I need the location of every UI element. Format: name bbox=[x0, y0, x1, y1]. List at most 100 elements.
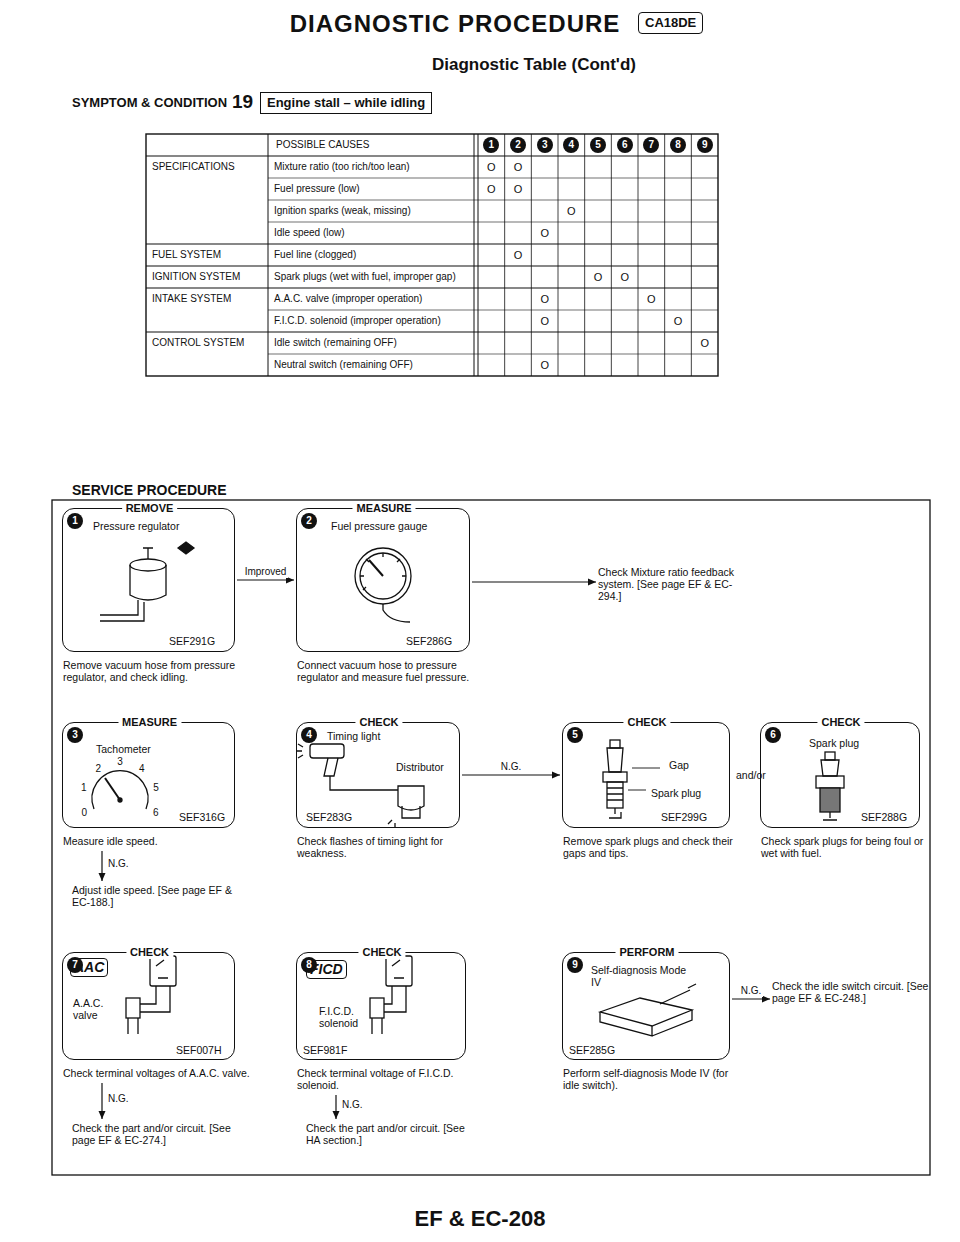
section-subtitle: Diagnostic Table (Cont'd) bbox=[432, 55, 636, 75]
fouled-spark-plug bbox=[821, 760, 839, 776]
control-unit bbox=[660, 984, 696, 1004]
instruction-text: Adjust idle speed. [See page EF & EC-188… bbox=[72, 884, 247, 908]
fuel-pressure-gauge bbox=[355, 548, 411, 622]
page-title: DIAGNOSTIC PROCEDURE bbox=[290, 10, 621, 38]
cause-cell: Fuel pressure (low) bbox=[274, 183, 360, 195]
part-label: Pressure regulator bbox=[93, 520, 179, 532]
instruction-text: Check the part and/or circuit. [See page… bbox=[72, 1122, 252, 1146]
pressure-regulator bbox=[130, 559, 166, 571]
check-mark: O bbox=[540, 315, 549, 327]
table-rule bbox=[638, 134, 639, 376]
cause-cell: Fuel line (clogged) bbox=[274, 249, 356, 261]
callout-number: 5 bbox=[590, 137, 606, 153]
fouled-spark-plug bbox=[820, 788, 840, 812]
table-rule bbox=[268, 354, 718, 355]
check-mark: O bbox=[540, 293, 549, 305]
dial-number: 0 bbox=[82, 807, 88, 819]
dial-number: 2 bbox=[95, 763, 101, 775]
spark-plug-gap bbox=[603, 740, 660, 818]
step-heading: CHECK bbox=[355, 716, 402, 729]
check-mark: O bbox=[540, 227, 549, 239]
callout-number: 8 bbox=[301, 957, 317, 973]
callout-number: 1 bbox=[67, 513, 83, 529]
part-label: Timing light bbox=[327, 730, 380, 742]
cause-cell: Ignition sparks (weak, missing) bbox=[274, 205, 411, 217]
step-caption: Remove vacuum hose from pressure regulat… bbox=[63, 659, 250, 683]
voltmeter-aac bbox=[156, 960, 168, 978]
voltmeter-aac bbox=[126, 956, 176, 1034]
procedure-box: REMOVE1Pressure regulatorSEF291GRemove v… bbox=[62, 508, 235, 652]
cause-cell: Neutral switch (remaining OFF) bbox=[274, 359, 413, 371]
step-heading: PERFORM bbox=[616, 946, 679, 959]
edge-label: N.G. bbox=[739, 985, 764, 997]
dial-number: 4 bbox=[139, 763, 145, 775]
spark-plug-gap bbox=[603, 772, 627, 782]
category-cell: INTAKE SYSTEM bbox=[152, 293, 231, 305]
step-caption: Perform self-diagnosis Mode IV (for idle… bbox=[563, 1067, 745, 1091]
column-heading: POSSIBLE CAUSES bbox=[276, 139, 369, 151]
distributor bbox=[388, 820, 395, 828]
check-mark: O bbox=[540, 359, 549, 371]
table-rule bbox=[268, 222, 718, 223]
category-cell: FUEL SYSTEM bbox=[152, 249, 221, 261]
callout-number: 7 bbox=[643, 137, 659, 153]
table-rule bbox=[691, 134, 692, 376]
timing-light bbox=[296, 744, 398, 790]
procedure-box: PERFORM9Self-diagnosis Mode IVSEF285GPer… bbox=[562, 952, 730, 1060]
figure-code: SEF283G bbox=[306, 811, 352, 823]
fouled-spark-plug bbox=[825, 752, 835, 760]
fuel-pressure-gauge bbox=[369, 560, 383, 576]
callout-number: 6 bbox=[617, 137, 633, 153]
flow-arrow bbox=[472, 581, 596, 582]
callout-number: 9 bbox=[567, 957, 583, 973]
symptom-number: 19 bbox=[232, 91, 253, 113]
category-cell: CONTROL SYSTEM bbox=[152, 337, 244, 349]
timing-light bbox=[324, 758, 338, 776]
cause-cell: Idle speed (low) bbox=[274, 227, 345, 239]
tachometer bbox=[92, 771, 148, 809]
fuel-pressure-gauge bbox=[360, 553, 406, 599]
spark-plug-gap bbox=[607, 748, 623, 772]
cause-cell: Spark plugs (wet with fuel, improper gap… bbox=[274, 271, 456, 283]
flow-arrow bbox=[237, 579, 294, 580]
part-label: Spark plug bbox=[809, 737, 859, 749]
figure-code: SEF291G bbox=[169, 635, 215, 647]
dial-number: 3 bbox=[117, 756, 123, 768]
instruction-text: Check the idle switch circuit. [See page… bbox=[772, 980, 932, 1004]
voltmeter-ficd bbox=[386, 956, 412, 986]
distributor bbox=[402, 806, 420, 818]
callout-number: 2 bbox=[301, 513, 317, 529]
check-mark: O bbox=[514, 183, 523, 195]
page-number: EF & EC-208 bbox=[415, 1206, 546, 1232]
callout-number: 4 bbox=[301, 727, 317, 743]
step-heading: CHECK bbox=[623, 716, 670, 729]
table-rule bbox=[531, 134, 532, 376]
step-caption: Remove spark plugs and check their gaps … bbox=[563, 835, 745, 859]
table-rule bbox=[146, 287, 718, 288]
check-mark: O bbox=[567, 205, 576, 217]
step-caption: Check flashes of timing light for weakne… bbox=[297, 835, 475, 859]
edge-label: N.G. bbox=[106, 1093, 131, 1105]
tachometer bbox=[105, 778, 120, 800]
callout-number: 5 bbox=[567, 727, 583, 743]
step-caption: Check terminal voltages of A.A.C. valve. bbox=[63, 1067, 250, 1079]
voltmeter-ficd bbox=[392, 960, 404, 978]
check-mark: O bbox=[594, 271, 603, 283]
edge-label: Improved bbox=[243, 566, 289, 578]
table-border bbox=[146, 134, 718, 376]
callout-number: 2 bbox=[510, 137, 526, 153]
callout-number: 3 bbox=[537, 137, 553, 153]
table-rule bbox=[146, 243, 718, 244]
pressure-regulator bbox=[130, 565, 166, 600]
procedure-box: MEASURE2Fuel pressure gaugeSEF286GConnec… bbox=[296, 508, 470, 652]
cause-cell: A.A.C. valve (improper operation) bbox=[274, 293, 422, 305]
arrow-head bbox=[99, 873, 106, 881]
edge-label: N.G. bbox=[106, 858, 131, 870]
flow-arrow bbox=[462, 774, 560, 775]
part-label: Gap bbox=[669, 759, 689, 771]
dial-number: 6 bbox=[153, 807, 159, 819]
voltmeter-ficd bbox=[384, 986, 406, 1012]
check-mark: O bbox=[514, 249, 523, 261]
